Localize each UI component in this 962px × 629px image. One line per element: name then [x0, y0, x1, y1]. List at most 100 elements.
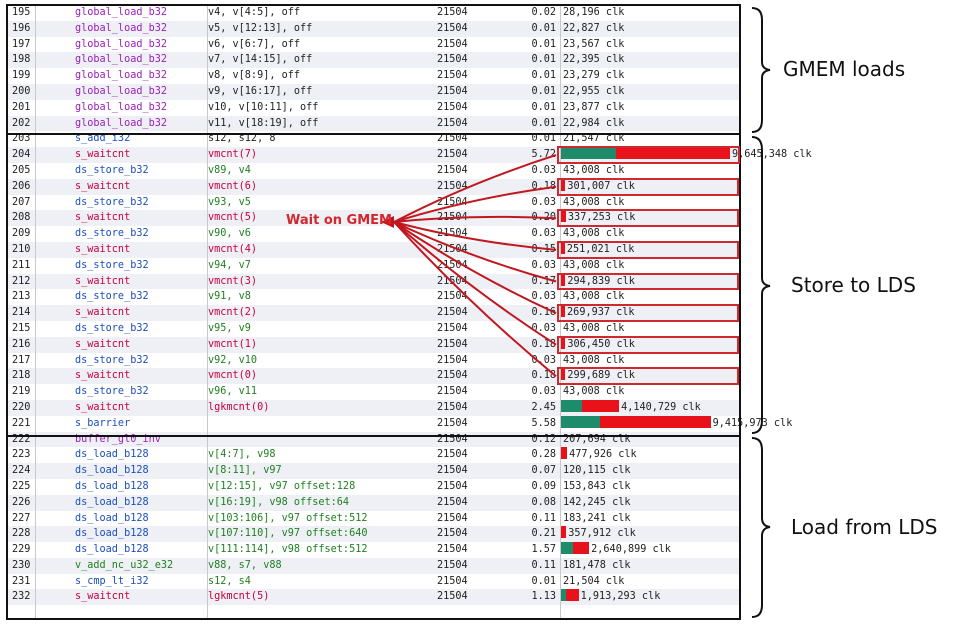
percent-cycles: 2.45 — [531, 401, 556, 413]
exec-count: 21504 — [437, 433, 468, 445]
exec-count: 21504 — [437, 512, 468, 524]
percent-cycles: 0.02 — [531, 7, 556, 18]
opcode: global_load_b32 — [75, 54, 168, 66]
operands: v6, v[6:7], off — [208, 38, 301, 50]
opcode: ds_store_b32 — [75, 291, 149, 303]
opcode: s_waitcnt — [75, 275, 131, 287]
wait-arrow — [393, 221, 557, 378]
cycles-text: 142,245 clk — [563, 496, 631, 508]
opcode: ds_load_b128 — [75, 449, 149, 461]
cycles-text: 43,008 clk — [563, 196, 625, 208]
line-number: 198 — [12, 54, 31, 66]
opcode: s_cmp_lt_i32 — [75, 575, 149, 587]
line-number: 212 — [12, 275, 31, 287]
line-number: 199 — [12, 70, 31, 82]
line-number: 215 — [12, 322, 31, 334]
percent-cycles: 0.03 — [531, 196, 556, 208]
cycles-bar-red — [561, 305, 566, 318]
operands: vmcnt(3) — [208, 275, 258, 287]
line-number: 231 — [12, 575, 31, 587]
percent-cycles: 0.03 — [531, 228, 556, 240]
exec-count: 21504 — [437, 117, 468, 129]
cycles-text: 357,912 clk — [568, 528, 636, 540]
exec-count: 21504 — [437, 528, 468, 540]
exec-count: 21504 — [437, 591, 468, 603]
cycles-text: 181,478 clk — [563, 559, 631, 571]
opcode: global_load_b32 — [75, 22, 168, 34]
exec-count: 21504 — [437, 417, 468, 429]
exec-count: 21504 — [437, 85, 468, 97]
opcode: s_waitcnt — [75, 149, 131, 161]
operands: vmcnt(7) — [208, 149, 258, 161]
opcode: global_load_b32 — [75, 70, 168, 82]
percent-cycles: 0.01 — [531, 133, 556, 145]
line-number: 229 — [12, 544, 31, 556]
operands: vmcnt(5) — [208, 212, 258, 224]
operands: v[4:7], v98 — [208, 449, 276, 461]
exec-count: 21504 — [437, 386, 468, 398]
cycles-text: 337,253 clk — [567, 212, 636, 224]
line-number: 214 — [12, 307, 31, 319]
line-number: 220 — [12, 401, 31, 413]
cycles-text: 23,877 clk — [563, 101, 625, 113]
line-number: 224 — [12, 465, 31, 477]
opcode: s_waitcnt — [75, 591, 131, 603]
operands: v5, v[12:13], off — [208, 22, 313, 34]
line-number: 228 — [12, 528, 31, 540]
cycles-text: 43,008 clk — [563, 228, 625, 240]
operands: v[107:110], v97 offset:640 — [208, 528, 368, 540]
cycles-bar-red — [561, 447, 568, 460]
operands: v94, v7 — [208, 259, 251, 271]
opcode: ds_store_b32 — [75, 386, 149, 398]
line-number: 222 — [12, 433, 31, 445]
column-divider — [207, 5, 208, 619]
line-number: 203 — [12, 133, 31, 145]
cycles-text: 22,827 clk — [563, 22, 625, 34]
operands: lgkmcnt(0) — [208, 401, 270, 413]
percent-cycles: 0.17 — [531, 275, 556, 287]
exec-count: 21504 — [437, 70, 468, 82]
cycles-text: 251,021 clk — [566, 243, 635, 255]
exec-count: 21504 — [437, 544, 468, 556]
line-number: 210 — [12, 243, 31, 255]
operands: v[111:114], v98 offset:512 — [208, 544, 368, 556]
percent-cycles: 0.07 — [531, 465, 556, 477]
